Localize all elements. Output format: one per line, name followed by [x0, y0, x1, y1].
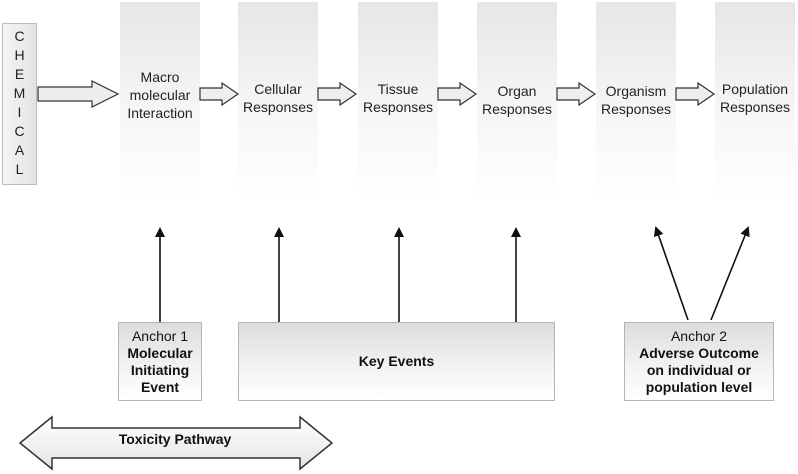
level-label-line: Organism — [605, 83, 667, 99]
flow-arrow-3 — [437, 81, 478, 107]
level-label-line: Responses — [719, 99, 791, 115]
key-events-panel: Key Events — [238, 322, 555, 401]
toxicity-pathway-arrow — [18, 415, 334, 471]
key-events-label: Key Events — [358, 353, 435, 369]
level-label-line: Organ — [497, 83, 537, 99]
level-label-line: Responses — [242, 99, 314, 115]
flow-arrow-chemical — [37, 80, 120, 108]
level-column-cellular: Cellular Responses — [238, 2, 318, 202]
level-column-tissue: Tissue Responses — [358, 2, 438, 202]
level-label-line: Population — [721, 81, 789, 97]
anchor2-line: population level — [645, 379, 753, 395]
chemical-letter: C — [14, 123, 25, 139]
level-label-line: Cellular — [254, 81, 302, 97]
chemical-letter: I — [17, 104, 22, 120]
level-column-population: Population Responses — [715, 2, 795, 202]
chemical-letter: L — [15, 161, 24, 177]
flow-arrow-1 — [199, 81, 240, 107]
chemical-letter: M — [13, 85, 26, 101]
flow-arrow-5 — [675, 81, 716, 107]
level-column-organism: Organism Responses — [596, 2, 676, 202]
anchor2-panel: Anchor 2 Adverse Outcome on individual o… — [624, 322, 774, 401]
chemical-letter: C — [14, 28, 25, 44]
anchor1-title: Anchor 1 — [131, 328, 189, 344]
chemical-letter: H — [14, 47, 25, 63]
level-label-line: Responses — [600, 101, 672, 117]
chemical-box: C H E M I C A L — [2, 23, 37, 185]
level-label-line: Tissue — [377, 81, 419, 97]
anchor1-line: Molecular — [127, 345, 193, 361]
toxicity-pathway-label: Toxicity Pathway — [118, 431, 232, 447]
level-column-macromolecular: Macro molecular Interaction — [120, 2, 200, 202]
level-label-line: Interaction — [127, 105, 193, 121]
chemical-letter: A — [14, 142, 25, 158]
level-label-line: Responses — [362, 99, 434, 115]
anchor2-title: Anchor 2 — [670, 328, 728, 344]
chemical-letter: E — [14, 66, 25, 82]
anchor1-panel: Anchor 1 Molecular Initiating Event — [118, 322, 202, 401]
flow-arrow-4 — [556, 81, 597, 107]
level-label-line: Responses — [481, 101, 553, 117]
up-arrow-population — [710, 226, 750, 321]
flow-arrow-2 — [317, 81, 358, 107]
anchor2-line: Adverse Outcome — [639, 345, 759, 361]
level-label-line: Macro — [140, 69, 180, 85]
up-arrow-organism — [653, 226, 689, 321]
anchor2-line: on individual or — [646, 362, 752, 378]
anchor1-line: Initiating — [130, 362, 190, 378]
level-column-organ: Organ Responses — [477, 2, 557, 202]
anchor1-line: Event — [140, 379, 180, 395]
level-label-line: molecular — [129, 87, 191, 103]
